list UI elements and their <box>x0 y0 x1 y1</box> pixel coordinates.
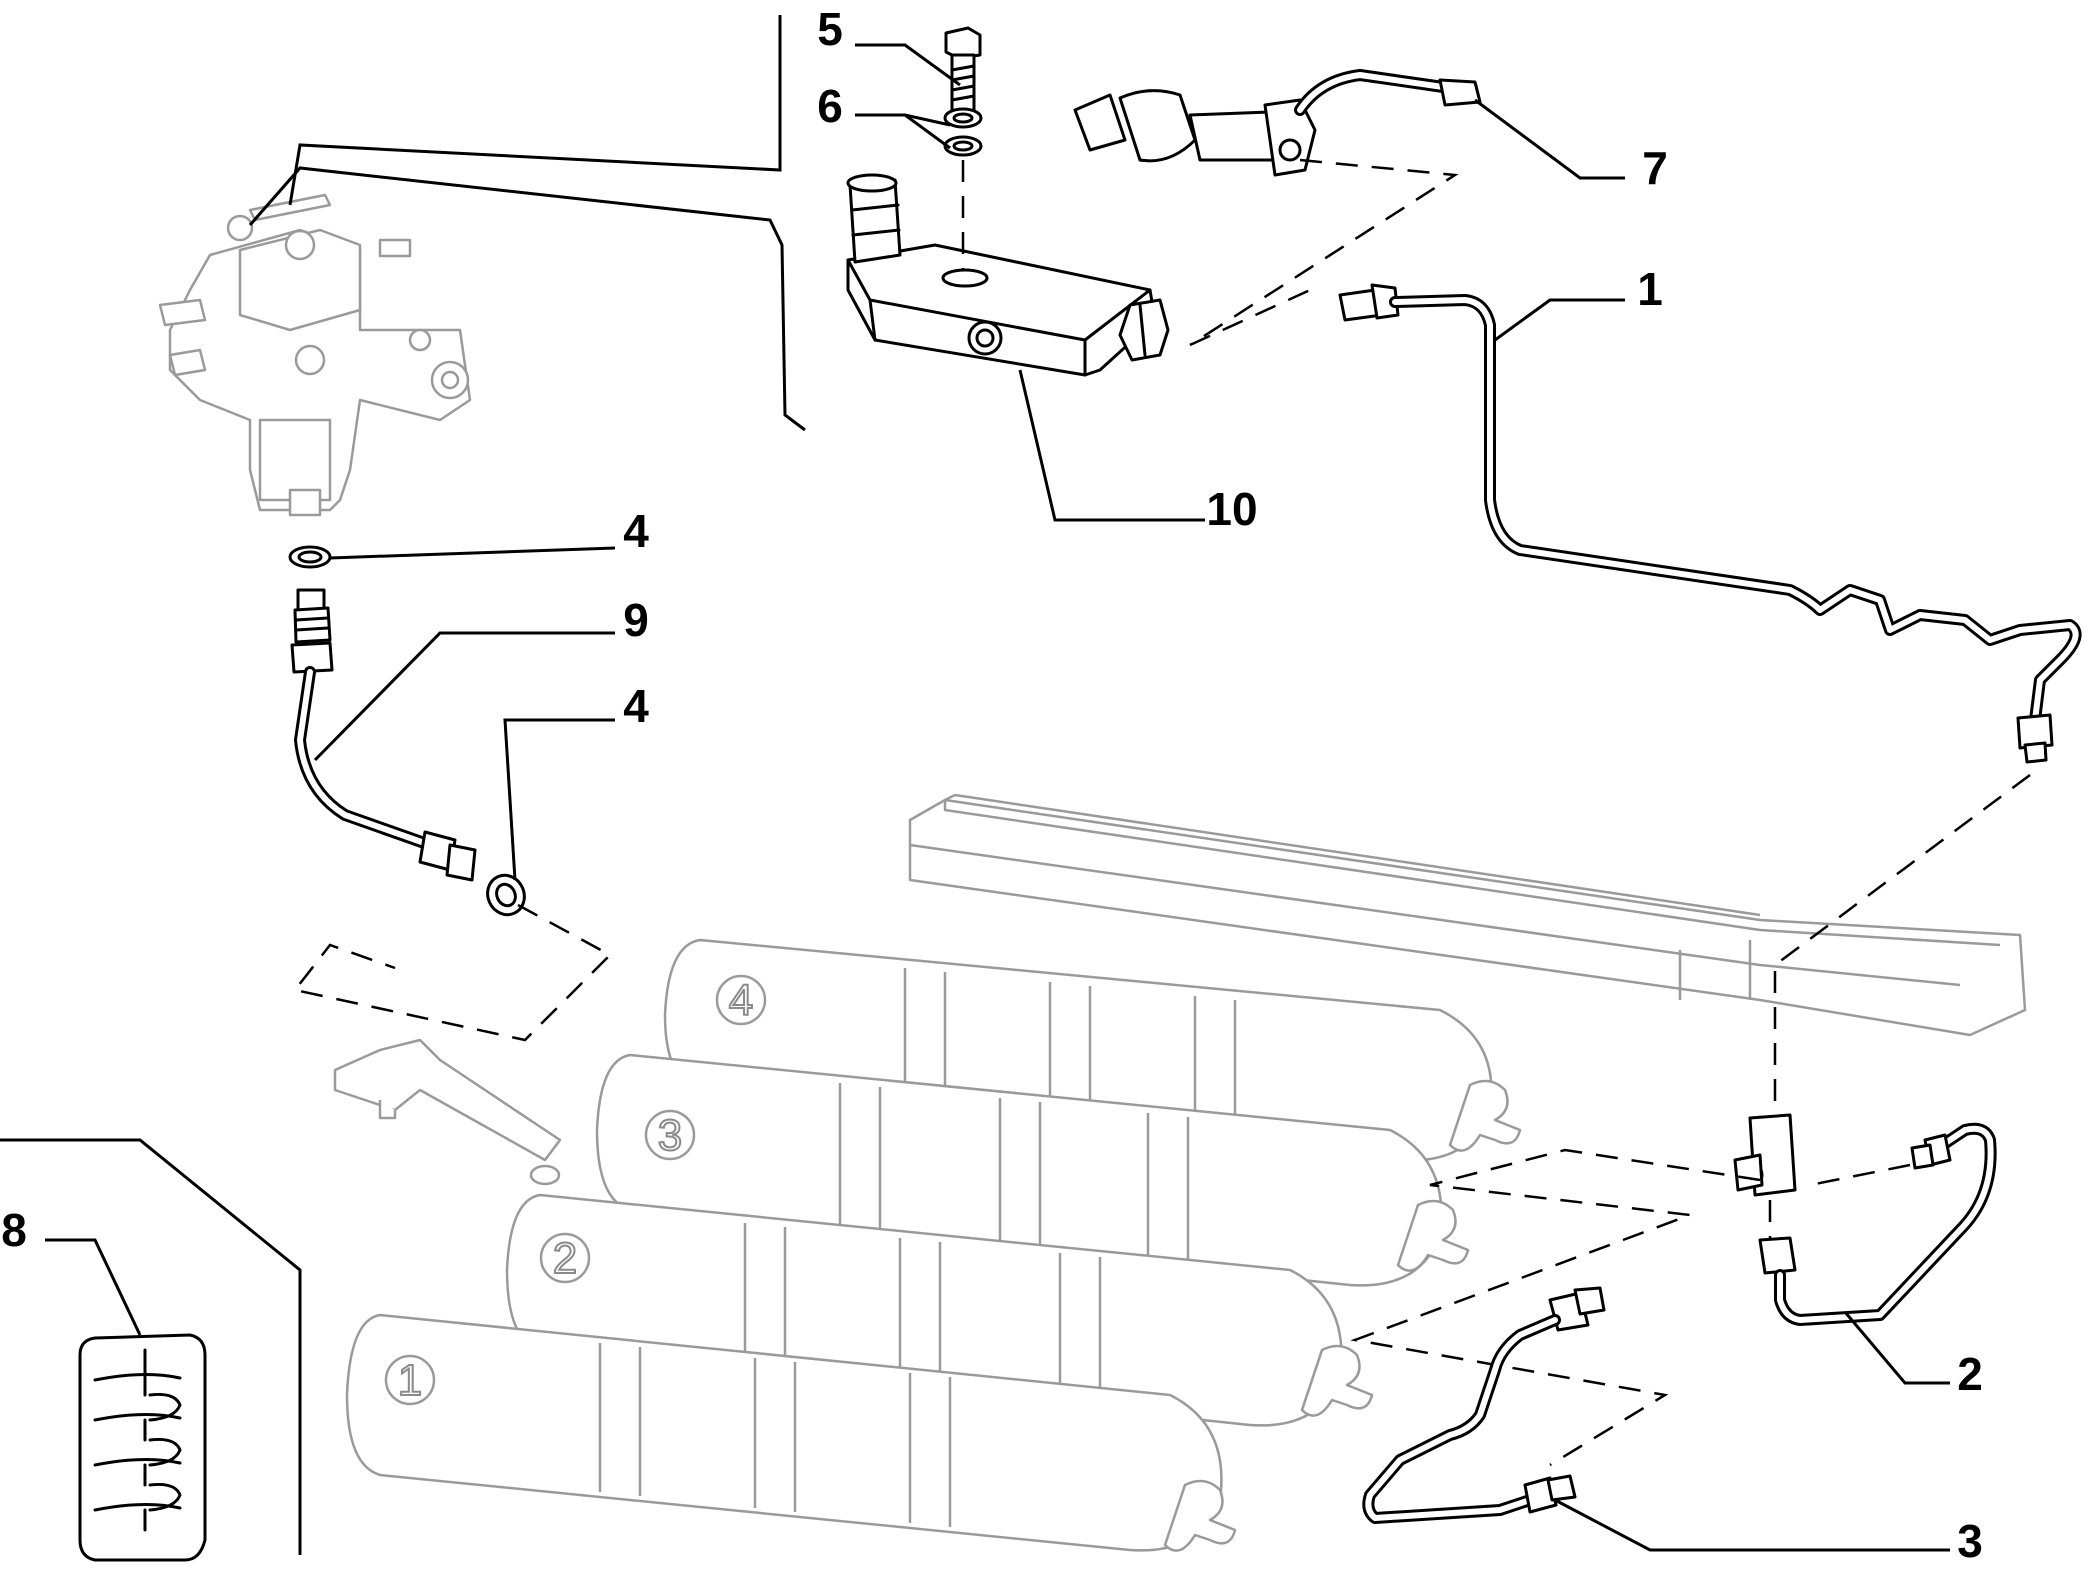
assembly-line <box>1189 158 1459 347</box>
washer-4-lower[interactable] <box>481 869 531 920</box>
assembly-line <box>1350 1148 1761 1467</box>
cylinder-label: 3 <box>658 1111 682 1160</box>
assembly-line <box>1189 288 1311 347</box>
cylinder-label: 2 <box>553 1234 577 1283</box>
rigid-pipe-3[interactable] <box>1362 1286 1606 1524</box>
rigid-pipe-2[interactable] <box>1758 1122 1997 1326</box>
callout-2: 2 <box>1957 1348 1983 1400</box>
callout-1: 1 <box>1637 263 1663 315</box>
callout-4-upper: 4 <box>623 505 649 557</box>
callout-9: 9 <box>623 594 649 646</box>
t-connector[interactable] <box>1733 1113 1797 1197</box>
washer-6[interactable] <box>943 107 983 157</box>
manifold-block-10[interactable] <box>846 173 1170 377</box>
bolt-5[interactable] <box>944 26 982 115</box>
washer-4-upper[interactable] <box>288 545 332 569</box>
callout-8: 8 <box>1 1204 27 1256</box>
gas-cylinder-1: 1 <box>345 1313 1237 1552</box>
callouts: 5 6 7 1 10 4 9 4 2 3 8 <box>1 3 1983 1567</box>
callout-3: 3 <box>1957 1515 1983 1567</box>
flexible-hose-9[interactable] <box>290 588 477 882</box>
chassis-rail <box>908 793 2027 1037</box>
cylinder-label: 1 <box>398 1356 422 1405</box>
leader-lines <box>0 15 1950 1555</box>
cylinder-label: 4 <box>729 976 753 1025</box>
callout-10: 10 <box>1206 483 1257 535</box>
callout-6: 6 <box>817 80 843 132</box>
hose-fitting-7[interactable] <box>1073 69 1482 177</box>
callout-7: 7 <box>1642 142 1668 194</box>
assembly-line <box>1809 1163 1911 1187</box>
callout-4-lower: 4 <box>623 680 649 732</box>
pressure-regulator-unit <box>158 193 472 517</box>
rigid-pipe-1[interactable] <box>1338 283 2082 764</box>
mounting-bracket <box>333 1038 562 1186</box>
assembly-line <box>292 903 613 1042</box>
pipe-clip-8[interactable] <box>78 1333 207 1562</box>
callout-5: 5 <box>817 3 843 55</box>
